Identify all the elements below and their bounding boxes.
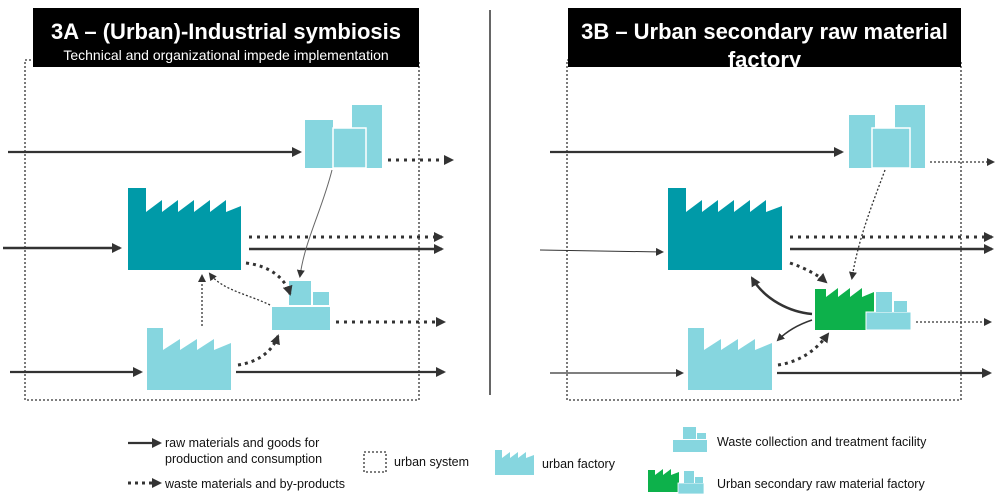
waste-facility-top-right [849, 105, 925, 169]
panel-title-right: 3B – Urban secondary raw material factor… [581, 19, 948, 72]
panel-header-right: 3B – Urban secondary raw material factor… [568, 8, 961, 91]
waste-facility-attached-right [865, 292, 912, 331]
legend-urban-factory-label: urban factory [542, 457, 615, 471]
secondary-to-dark-factory-right [750, 276, 813, 316]
light-factory-left [147, 328, 231, 390]
legend-waste-label: waste materials and by-products [165, 477, 345, 491]
panel-subtitle-left: Technical and organizational impede impl… [63, 47, 389, 63]
secondary-factory-right [815, 288, 874, 330]
panel-header-left: 3A – (Urban)-Industrial symbiosis Techni… [33, 8, 419, 67]
waste-light-factory-to-facility-left [237, 334, 280, 367]
legend-waste-facility-label: Waste collection and treatment facility [717, 435, 927, 449]
panel-title-left: 3A – (Urban)-Industrial symbiosis [50, 19, 402, 44]
legend-urban-system-label: urban system [394, 455, 470, 469]
legend-secondary-factory-label: Urban secondary raw material factory [717, 477, 925, 491]
dark-factory-right [668, 188, 782, 270]
waste-factory-to-secondary-right [789, 261, 828, 284]
top-facility-to-secondary-right [848, 169, 886, 280]
legend-waste-facility-icon [673, 427, 707, 452]
waste-facility-mid-left [272, 281, 330, 330]
legend-raw-label: raw materials and goods for production a… [165, 436, 323, 466]
legend-urban-system-icon [363, 451, 387, 473]
raw-flow-into-factory-right [539, 247, 664, 256]
facility-to-factory-left [208, 272, 271, 306]
secondary-to-light-factory-right [776, 319, 813, 342]
light-factory-right [688, 328, 772, 390]
dark-factory-left [128, 188, 241, 270]
panel-subtitle-right: Dedicated facility to produce valuable r… [568, 75, 961, 91]
waste-facility-top-left [305, 105, 382, 169]
legend-secondary-factory-icon [648, 469, 705, 495]
waste-light-factory-to-secondary-right [777, 332, 830, 367]
thin-flow-top-to-facility-left [296, 169, 333, 278]
waste-factory-to-facility-left [245, 261, 293, 296]
legend-urban-factory-icon [495, 450, 534, 475]
